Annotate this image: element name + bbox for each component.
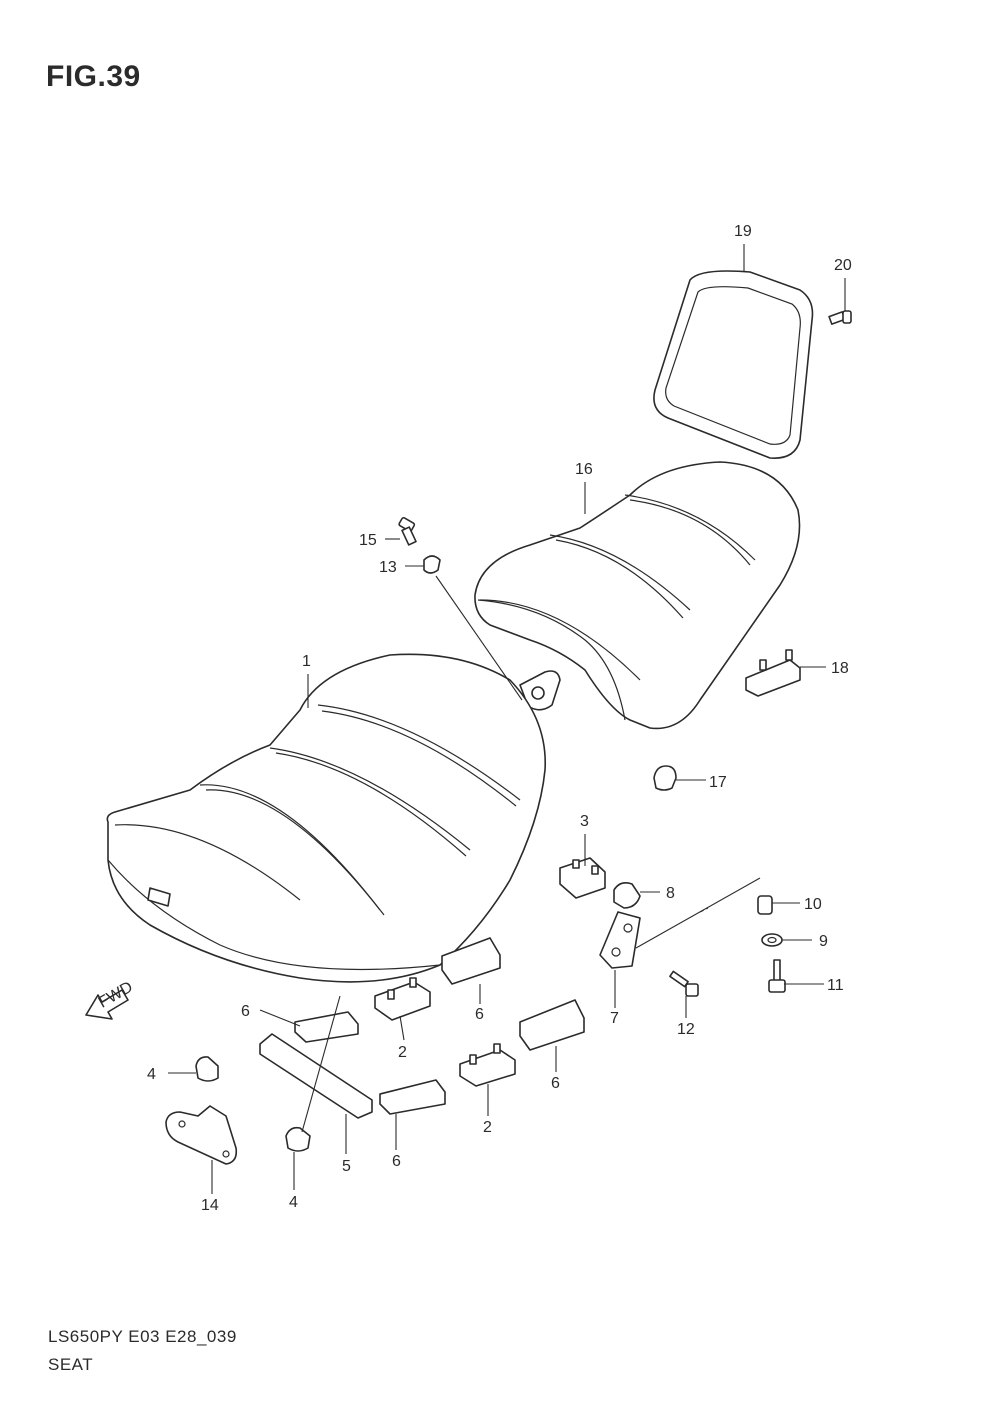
front-seat xyxy=(106,653,547,983)
bracket-2-a xyxy=(374,977,431,1021)
grommet-4-b xyxy=(285,1126,311,1152)
callout-19: 19 xyxy=(734,223,752,240)
figure-title: FIG.39 xyxy=(46,60,141,93)
washer-9 xyxy=(761,933,783,947)
grommet-17 xyxy=(653,765,677,791)
callout-10: 10 xyxy=(804,896,822,913)
bracket-18 xyxy=(745,649,801,697)
plate-7 xyxy=(599,911,641,969)
callout-3: 3 xyxy=(580,813,589,830)
callout-6-c: 6 xyxy=(551,1075,560,1092)
fwd-arrow-icon: FWD xyxy=(85,979,136,1020)
callout-18: 18 xyxy=(831,660,849,677)
bolt-15 xyxy=(398,516,417,546)
cushion-6-a xyxy=(441,937,501,985)
callout-8: 8 xyxy=(666,885,675,902)
callout-16: 16 xyxy=(575,461,593,478)
callout-2-a: 2 xyxy=(398,1044,407,1061)
callout-15: 15 xyxy=(359,532,377,549)
callout-6-d: 6 xyxy=(392,1153,401,1170)
callout-13: 13 xyxy=(379,559,397,576)
nut-13 xyxy=(423,555,441,574)
callout-9: 9 xyxy=(819,933,828,950)
callout-12: 12 xyxy=(677,1021,695,1038)
callout-5: 5 xyxy=(342,1158,351,1175)
bracket-14 xyxy=(165,1105,238,1165)
callout-14: 14 xyxy=(201,1197,219,1214)
callout-1: 1 xyxy=(302,653,311,670)
screw-20 xyxy=(828,310,852,325)
callout-2-b: 2 xyxy=(483,1119,492,1136)
callout-20: 20 xyxy=(834,257,852,274)
cushion-6-c xyxy=(519,999,585,1051)
callout-11: 11 xyxy=(827,977,844,994)
callout-4-b: 4 xyxy=(289,1194,298,1211)
bracket-2-b xyxy=(459,1043,516,1087)
figure-code: LS650PY E03 E28_039 xyxy=(48,1327,237,1346)
callout-7: 7 xyxy=(610,1010,619,1027)
grommet-4-a xyxy=(195,1056,219,1082)
bracket-3 xyxy=(559,857,606,899)
hinge-bracket xyxy=(519,670,561,711)
callout-6-a: 6 xyxy=(241,1003,250,1020)
cushion-6-b xyxy=(294,1011,359,1043)
figure-name: SEAT xyxy=(48,1355,94,1374)
bolt-12 xyxy=(669,970,699,997)
backrest xyxy=(653,270,814,459)
clip-8 xyxy=(613,882,641,909)
cushion-6-d xyxy=(379,1079,446,1115)
cushion-5 xyxy=(259,1033,373,1119)
bolt-11 xyxy=(768,959,786,993)
collar-10 xyxy=(757,895,773,915)
callout-6-b: 6 xyxy=(475,1006,484,1023)
callout-4-a: 4 xyxy=(147,1066,156,1083)
callout-17: 17 xyxy=(709,774,727,791)
pillion-seat xyxy=(474,461,801,730)
